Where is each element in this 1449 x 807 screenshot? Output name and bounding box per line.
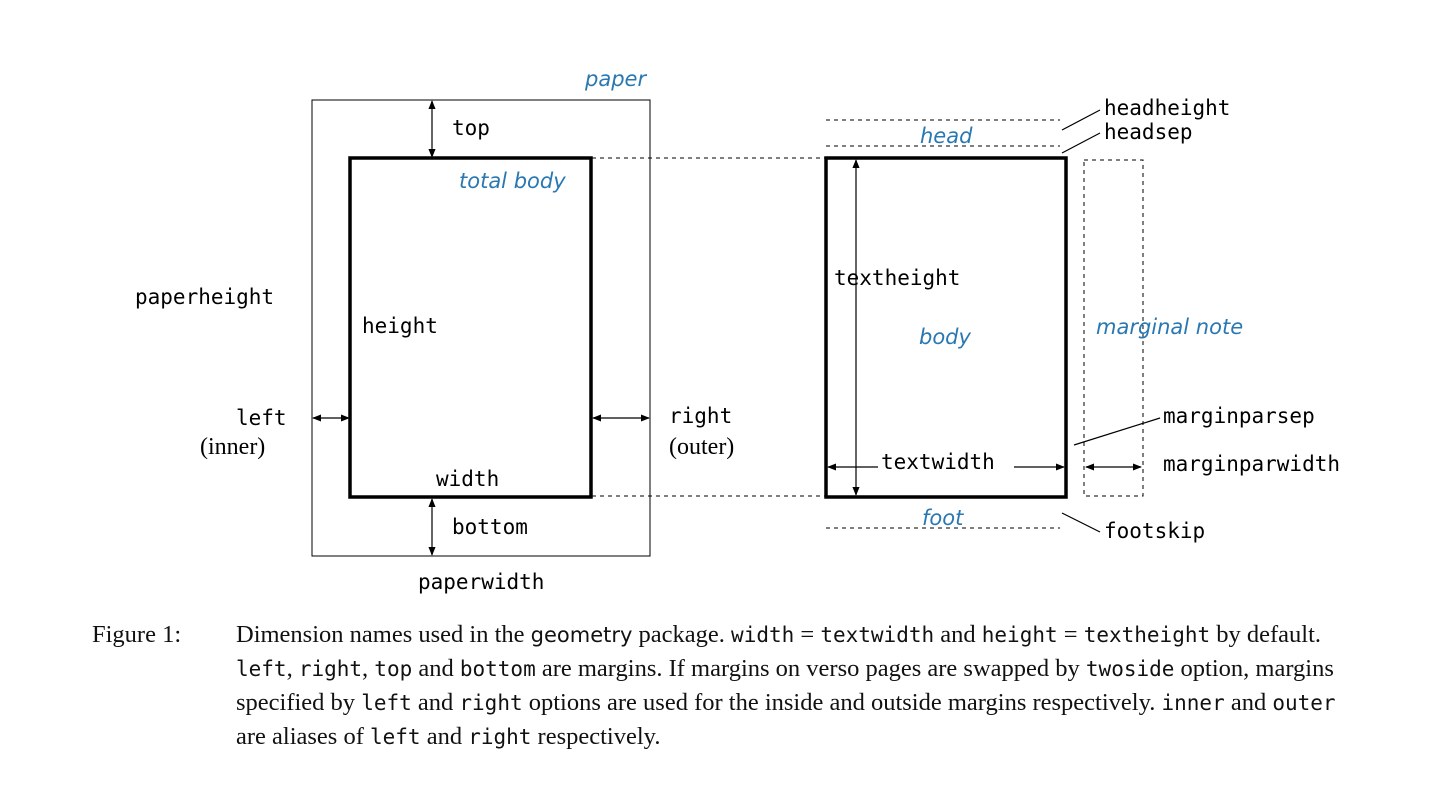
marginal-note-rect [1083,159,1144,497]
top-label: top [452,116,490,140]
marginparsep-leader [1073,417,1161,446]
inner-label: (inner) [200,434,265,460]
textwidth-label: textwidth [881,450,995,474]
marginparwidth-label: marginparwidth [1163,452,1340,476]
headsep-label: headsep [1104,120,1193,144]
textheight-label: textheight [834,266,960,290]
caption-text: Dimension names used in the geometry pac… [236,621,1336,750]
height-label: height [362,314,438,338]
paperheight-label: paperheight [135,285,274,309]
total-body-rect [348,156,593,499]
footskip-label: footskip [1104,519,1205,543]
paperwidth-label: paperwidth [418,570,544,594]
width-label: width [436,467,499,491]
headheight-label: headheight [1104,96,1230,120]
left-label: left [236,406,287,430]
headheight-leader [1061,109,1101,131]
right-label: right [669,404,732,428]
figure-number: Figure 1: [92,621,182,648]
bottom-label: bottom [452,515,528,539]
marginparsep-label: marginparsep [1163,404,1315,428]
paper-rect [311,99,651,557]
outer-label: (outer) [669,434,734,460]
marginal-note-label: marginal note [1096,315,1243,339]
total-body-label: total body [459,169,566,193]
body-label: body [919,325,972,349]
geometry-diagram: paper top total body paperheight height … [135,67,1340,594]
foot-label: foot [922,506,964,530]
paper-label: paper [584,67,647,91]
body-rect [824,156,1068,499]
head-label: head [920,124,973,148]
footskip-leader [1061,512,1101,533]
headsep-leader [1061,132,1101,154]
